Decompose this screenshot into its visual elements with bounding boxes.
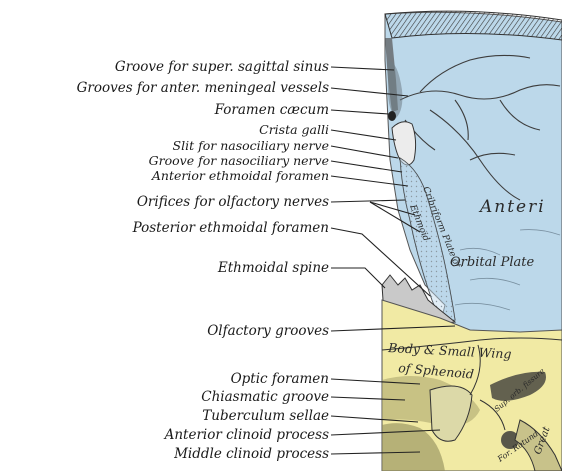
label-foramen-caecum: Foramen cæcum: [214, 102, 329, 118]
label-chiasmatic-groove: Chiasmatic groove: [201, 389, 329, 405]
label-posterior-ethmoidal-foramen: Posterior ethmoidal foramen: [132, 220, 329, 236]
label-optic-foramen: Optic foramen: [231, 371, 329, 387]
label-orifices-olfactory-nerves: Orifices for olfactory nerves: [137, 194, 329, 210]
label-crista-galli: Crista galli: [259, 122, 329, 137]
leader-foramen-caecum: [331, 110, 389, 114]
leader-ethmoidal-spine: [331, 268, 385, 288]
label-middle-clinoid-process: Middle clinoid process: [173, 446, 329, 462]
leader-slit-nasociliary-nerve: [331, 146, 398, 158]
label-anterior-ethmoidal-foramen: Anterior ethmoidal foramen: [151, 168, 329, 183]
leader-orifices-olfactory-nerves-1: [331, 200, 405, 202]
region-label-orbital-plate: Orbital Plate: [450, 255, 534, 270]
region-label-anterior: Anteri: [478, 197, 546, 217]
label-slit-nasociliary-nerve: Slit for nasociliary nerve: [173, 138, 329, 153]
label-ethmoidal-spine: Ethmoidal spine: [217, 260, 329, 276]
label-grooves-anter-meningeal-vessels: Grooves for anter. meningeal vessels: [77, 80, 329, 96]
leader-groove-super-sagittal-sinus: [331, 67, 394, 70]
foramen-caecum-shape: [388, 111, 396, 121]
label-anterior-clinoid-process: Anterior clinoid process: [163, 427, 329, 443]
label-groove-nasociliary-nerve: Groove for nasociliary nerve: [149, 153, 329, 168]
label-groove-super-sagittal-sinus: Groove for super. sagittal sinus: [115, 59, 329, 75]
label-olfactory-grooves: Olfactory grooves: [207, 323, 329, 339]
label-tuberculum-sellae: Tuberculum sellae: [202, 408, 329, 424]
leader-crista-galli: [331, 130, 396, 140]
